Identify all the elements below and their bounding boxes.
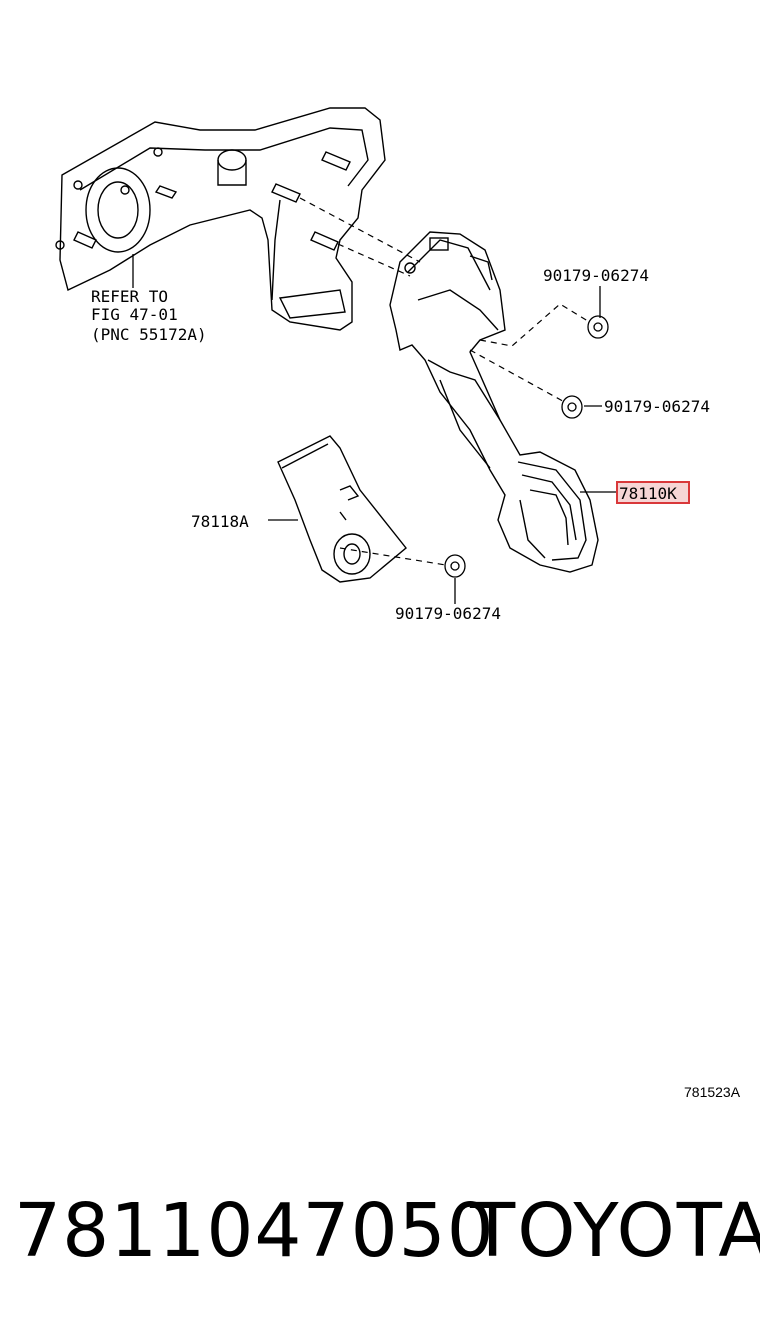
refer-note-line-3: (PNC 55172A) bbox=[91, 325, 207, 344]
part-number-title: 7811047050 bbox=[14, 1188, 495, 1274]
highlight-box bbox=[616, 481, 690, 504]
refer-note-line-1: REFER TO bbox=[91, 287, 168, 306]
refer-note-line-2: FIG 47-01 bbox=[91, 305, 178, 324]
nut-label-middle[interactable]: 90179-06274 bbox=[604, 397, 710, 416]
figure-code: 781523A bbox=[684, 1084, 741, 1100]
accelerator-pedal-assembly bbox=[389, 231, 599, 573]
highlighted-part-label[interactable]: 78110K bbox=[619, 484, 677, 503]
nut-icon bbox=[444, 554, 466, 578]
brand-title: TOYOTA bbox=[470, 1188, 760, 1274]
nut-label-bottom[interactable]: 90179-06274 bbox=[395, 604, 501, 623]
nut-icon bbox=[587, 315, 609, 339]
pedal-support-bracket bbox=[55, 107, 386, 331]
bracket-part-label[interactable]: 78118A bbox=[191, 512, 249, 531]
leader-lines bbox=[268, 286, 616, 604]
nut-icon bbox=[561, 395, 583, 419]
dashed-guide-lines bbox=[299, 197, 597, 567]
floor-bracket bbox=[277, 435, 407, 583]
nut-label-top[interactable]: 90179-06274 bbox=[543, 266, 649, 285]
